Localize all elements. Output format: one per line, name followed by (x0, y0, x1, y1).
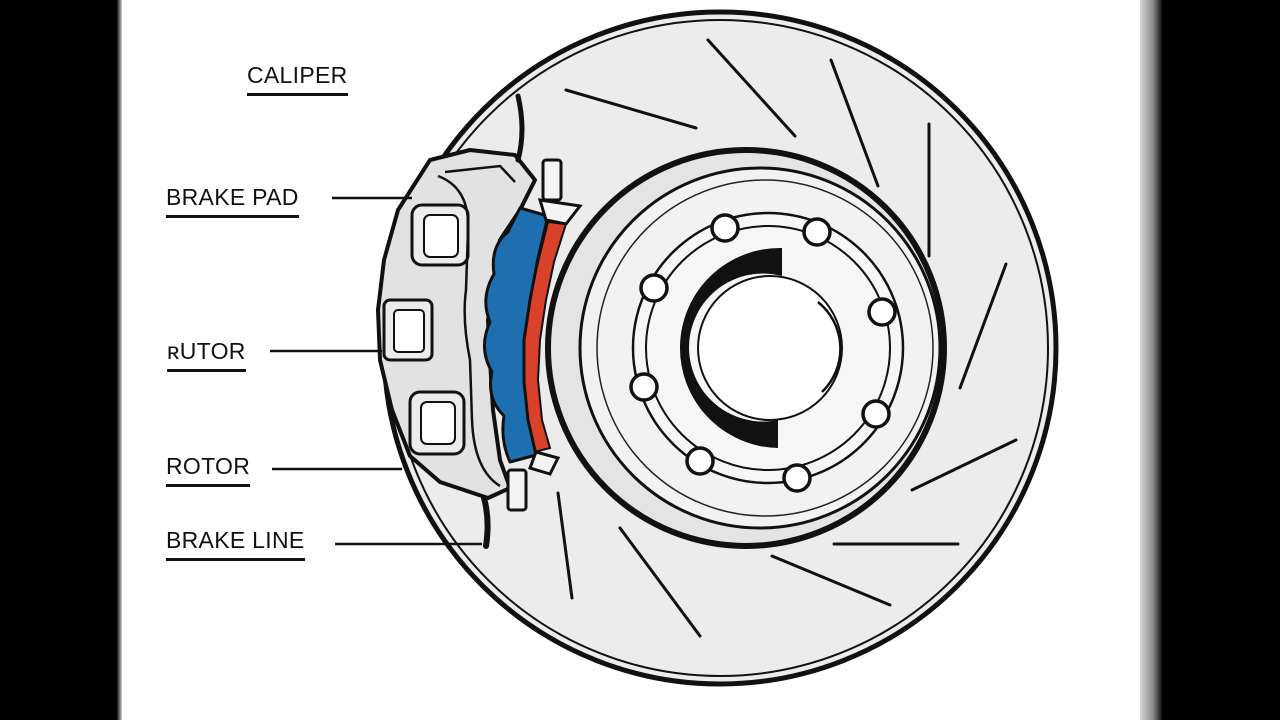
label-rutor: ʀUTOR (167, 338, 246, 372)
panel-edge-left (117, 0, 122, 720)
caliper-body (376, 148, 537, 500)
caliper-bolts (506, 158, 583, 512)
brake-pad-shape (483, 206, 550, 464)
panel-edge-right (1140, 0, 1162, 720)
label-rotor: ROTOR (166, 453, 251, 487)
label-brake-line: BRAKE LINE (166, 527, 305, 561)
label-caliper: CALIPER (247, 62, 348, 96)
brake-line-hose (481, 93, 525, 549)
center-bore (679, 247, 843, 448)
label-brake-pad: BRAKE PAD (166, 184, 299, 218)
lug-holes (629, 213, 897, 493)
leader-lines (270, 196, 482, 546)
rotor-slots (556, 38, 1018, 638)
